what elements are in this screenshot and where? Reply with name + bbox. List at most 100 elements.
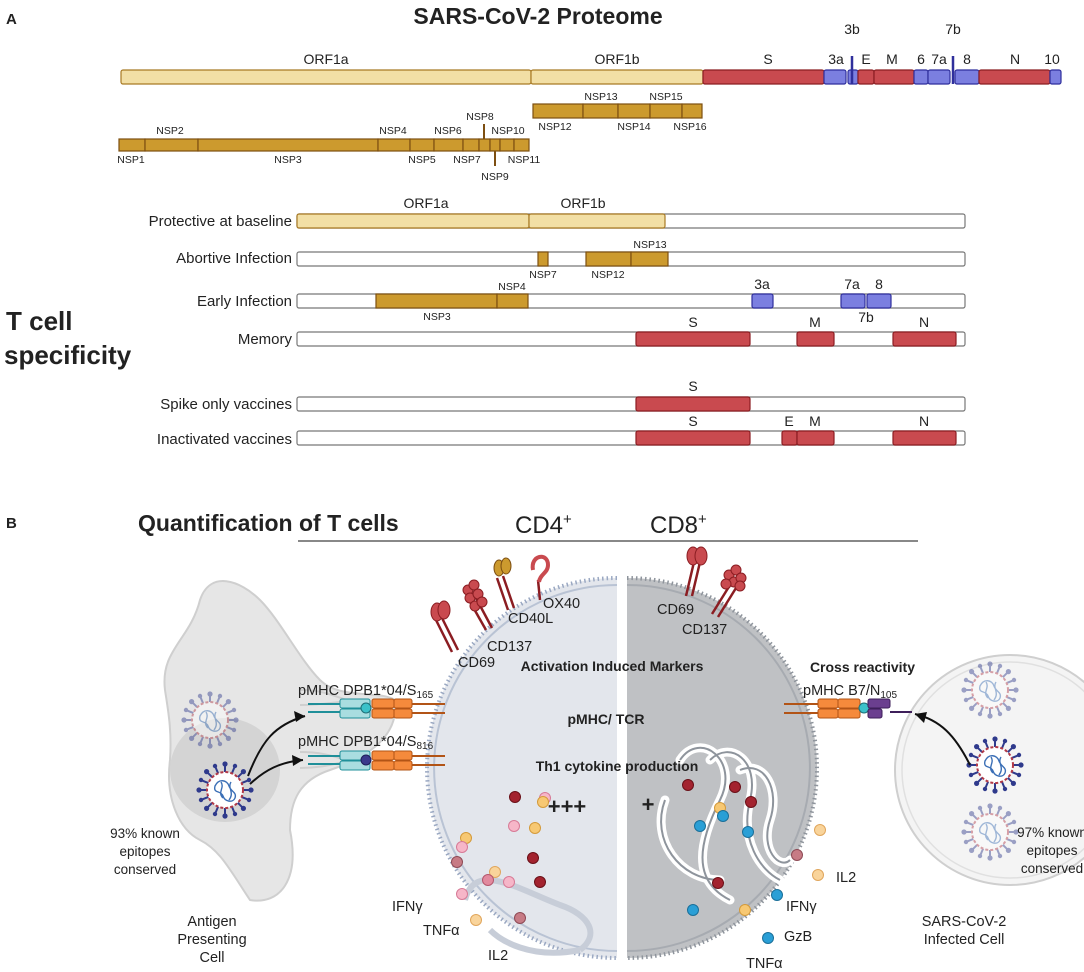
svg-text:Presenting: Presenting bbox=[177, 932, 246, 948]
cytokine-tnfa-cd8: TNFα bbox=[746, 956, 783, 972]
s-segment bbox=[702, 69, 825, 85]
svg-text:N: N bbox=[919, 413, 929, 429]
pmhc-tcr-cd4-bottom bbox=[308, 750, 445, 771]
svg-text:M: M bbox=[809, 413, 821, 429]
label-nsp11: NSP11 bbox=[508, 154, 541, 166]
cross-reactivity-label: Cross reactivity bbox=[810, 659, 915, 675]
th1-label: Th1 cytokine production bbox=[536, 758, 699, 774]
row-early: NSP3 NSP4 3a 7a 8 7b bbox=[296, 276, 966, 325]
pmhc-tcr-cd4-top bbox=[308, 698, 445, 719]
orf1a-segment bbox=[120, 69, 532, 85]
proteome-title: SARS-CoV-2 Proteome bbox=[413, 3, 662, 29]
marker-ox40: OX40 bbox=[543, 596, 580, 612]
label-nsp13: NSP13 bbox=[584, 91, 617, 103]
label-3b: 3b bbox=[844, 21, 860, 37]
svg-text:NSP13: NSP13 bbox=[633, 239, 666, 251]
nsp6-segment bbox=[433, 138, 464, 152]
row-label-spike: Spike only vaccines bbox=[160, 396, 292, 413]
proteome-bar bbox=[120, 56, 1062, 85]
cd8-cytokine-level: + bbox=[642, 792, 655, 817]
cd4-surface-markers bbox=[430, 554, 551, 653]
svg-text:NSP7: NSP7 bbox=[529, 269, 557, 281]
svg-text:7a: 7a bbox=[844, 276, 860, 292]
svg-text:8: 8 bbox=[875, 276, 883, 292]
label-nsp6: NSP6 bbox=[434, 125, 462, 137]
nsp4-segment bbox=[377, 138, 411, 152]
cytokine-gzb: GzB bbox=[784, 929, 812, 945]
label-6: 6 bbox=[917, 51, 925, 67]
cytokine-granules bbox=[451, 779, 826, 944]
label-10: 10 bbox=[1044, 51, 1060, 67]
label-nsp15: NSP15 bbox=[649, 91, 682, 103]
svg-text:NSP12: NSP12 bbox=[591, 269, 624, 281]
svg-text:NSP3: NSP3 bbox=[423, 311, 451, 323]
apc-conserved-1: 93% known bbox=[110, 826, 180, 841]
label-nsp3: NSP3 bbox=[274, 154, 302, 166]
nsp8-segment bbox=[478, 138, 491, 152]
nsp-breakdown bbox=[118, 103, 703, 166]
row-label-abortive: Abortive Infection bbox=[176, 250, 292, 267]
label-e: E bbox=[861, 51, 870, 67]
side-label-line2: specificity bbox=[4, 340, 132, 370]
svg-text:S: S bbox=[688, 413, 697, 429]
nsp3-segment bbox=[197, 138, 379, 152]
row-spike: S bbox=[296, 378, 966, 412]
label-7b: 7b bbox=[945, 21, 961, 37]
7a-segment bbox=[927, 69, 951, 85]
marker-cd69-cd4: CD69 bbox=[458, 655, 495, 671]
nsp2-segment bbox=[144, 138, 199, 152]
row-label-inactivated: Inactivated vaccines bbox=[157, 431, 292, 448]
cytokine-ifng-cd4: IFNγ bbox=[392, 899, 423, 915]
nsp15-segment bbox=[649, 103, 683, 119]
cd4-cytokine-level: +++ bbox=[548, 794, 587, 819]
n-segment bbox=[978, 69, 1051, 85]
m-segment bbox=[873, 69, 915, 85]
8-segment bbox=[954, 69, 980, 85]
tcr-label: pMHC/ TCR bbox=[568, 711, 645, 727]
label-orf1a: ORF1a bbox=[303, 51, 348, 67]
nsp14-segment bbox=[617, 103, 651, 119]
nsp11-segment bbox=[513, 138, 530, 152]
nsp1-segment bbox=[118, 138, 146, 152]
label-nsp1: NSP1 bbox=[117, 154, 145, 166]
svg-text:7b: 7b bbox=[858, 309, 874, 325]
aim-label: Activation Induced Markers bbox=[521, 658, 704, 674]
svg-text:ORF1b: ORF1b bbox=[560, 195, 605, 211]
row-inactivated: S E M N bbox=[296, 413, 966, 446]
svg-text:M: M bbox=[809, 314, 821, 330]
svg-text:ORF1a: ORF1a bbox=[403, 195, 448, 211]
quant-title: Quantification of T cells bbox=[138, 510, 399, 536]
cd8-label: CD8+ bbox=[650, 511, 707, 539]
cytokine-tnfa-cd4: TNFα bbox=[423, 923, 460, 939]
label-nsp14: NSP14 bbox=[617, 121, 650, 133]
cytokine-il2-cd4: IL2 bbox=[488, 948, 508, 964]
row-memory: S M N bbox=[296, 314, 966, 347]
pmhc-tcr-cd8 bbox=[784, 698, 912, 719]
label-3a: 3a bbox=[828, 51, 844, 67]
label-7a: 7a bbox=[931, 51, 947, 67]
label-nsp2: NSP2 bbox=[156, 125, 184, 137]
svg-text:Infected Cell: Infected Cell bbox=[924, 932, 1005, 948]
nsp10-segment bbox=[499, 138, 515, 152]
apc-name-1: Antigen bbox=[187, 914, 236, 930]
panel-b-letter: B bbox=[6, 515, 17, 532]
cd4-label: CD4+ bbox=[515, 511, 572, 539]
svg-text:epitopes: epitopes bbox=[119, 844, 170, 859]
label-s: S bbox=[763, 51, 772, 67]
marker-cd69-cd8: CD69 bbox=[657, 602, 694, 618]
label-nsp10: NSP10 bbox=[491, 125, 524, 137]
label-nsp8: NSP8 bbox=[466, 111, 494, 123]
infected-conserved-1: 97% known bbox=[1017, 825, 1084, 840]
svg-text:conserved: conserved bbox=[1021, 861, 1083, 876]
nsp5-segment bbox=[409, 138, 435, 152]
svg-text:Cell: Cell bbox=[200, 950, 225, 966]
cytokine-ifng-cd8: IFNγ bbox=[786, 899, 817, 915]
row-abortive: NSP7 NSP12 NSP13 bbox=[296, 239, 966, 281]
svg-text:NSP4: NSP4 bbox=[498, 281, 526, 293]
cd4-t-cell bbox=[425, 576, 618, 960]
label-n: N bbox=[1010, 51, 1020, 67]
nsp13-segment bbox=[582, 103, 619, 119]
6-segment bbox=[913, 69, 929, 85]
10-segment bbox=[1049, 69, 1062, 85]
